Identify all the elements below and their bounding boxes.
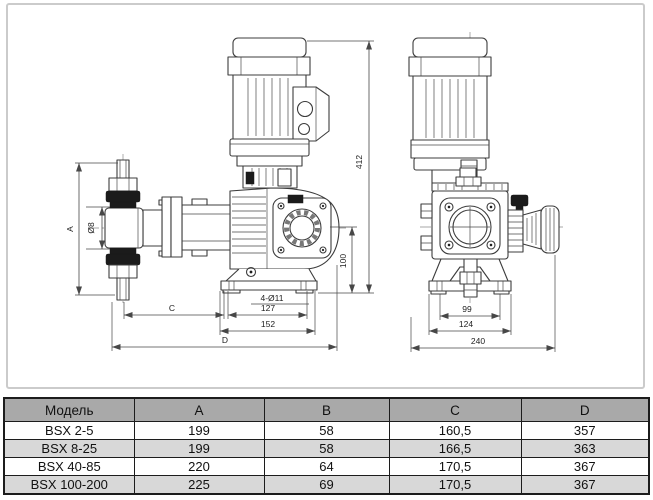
- cell-A: 220: [133, 457, 265, 476]
- dim-label-A: A: [65, 226, 75, 232]
- header-D: D: [520, 397, 650, 422]
- cell-C: 170,5: [388, 457, 522, 476]
- cell-D: 367: [520, 457, 650, 476]
- dim-label-412: 412: [354, 155, 364, 169]
- cell-D: 357: [520, 421, 650, 440]
- cell-C: 160,5: [388, 421, 522, 440]
- header-B: B: [263, 397, 390, 422]
- cell-C: 166,5: [388, 439, 522, 458]
- cell-D: 367: [520, 475, 650, 495]
- pump-technical-drawing: A Ø8 412 100 C 127 4-Ø11: [65, 32, 563, 352]
- pump-body-front: [420, 167, 560, 298]
- table-row: BSX 2-5 199 58 160,5 357: [3, 421, 650, 440]
- dim-label-124: 124: [459, 319, 473, 329]
- table-row: BSX 40-85 220 64 170,5 367: [3, 457, 650, 476]
- dim-label-240: 240: [471, 336, 485, 346]
- gearbox-side: [220, 187, 340, 294]
- side-view: [88, 37, 348, 306]
- cell-A: 225: [133, 475, 265, 495]
- dimension-lines: A Ø8 412 100 C 127 4-Ø11: [65, 40, 556, 352]
- header-C: C: [388, 397, 522, 422]
- cell-B: 58: [263, 439, 390, 458]
- cell-model: BSX 40-85: [3, 457, 135, 476]
- dim-label-C: C: [169, 303, 175, 313]
- dim-label-152: 152: [261, 319, 275, 329]
- cell-model: BSX 2-5: [3, 421, 135, 440]
- cell-model: BSX 8-25: [3, 439, 135, 458]
- cell-B: 69: [263, 475, 390, 495]
- model-dimensions-table: Модель A B C D BSX 2-5 199 58 160,5 357 …: [3, 397, 650, 495]
- motor-side: [227, 37, 330, 189]
- header-model: Модель: [3, 397, 135, 422]
- pump-head-side: [104, 196, 231, 258]
- dim-label-99: 99: [462, 304, 472, 314]
- foot: [225, 268, 317, 282]
- dim-label-holes: 4-Ø11: [261, 293, 284, 303]
- dim-label-100: 100: [338, 254, 348, 268]
- vent-plug: [287, 194, 304, 204]
- bleed-valve: [510, 194, 529, 207]
- cell-C: 170,5: [388, 475, 522, 495]
- valve-assembly: [105, 159, 141, 301]
- table-header-row: Модель A B C D: [3, 397, 650, 422]
- front-view: [408, 32, 563, 303]
- dim-label-phi8: Ø8: [86, 222, 96, 234]
- table-row: BSX 8-25 199 58 166,5 363: [3, 439, 650, 458]
- table-row: BSX 100-200 225 69 170,5 367: [3, 475, 650, 495]
- motor-front: [408, 37, 492, 184]
- cell-A: 199: [133, 439, 265, 458]
- cell-B: 58: [263, 421, 390, 440]
- cell-B: 64: [263, 457, 390, 476]
- dim-label-127: 127: [261, 303, 275, 313]
- cell-D: 363: [520, 439, 650, 458]
- dim-label-D: D: [222, 335, 228, 345]
- cell-model: BSX 100-200: [3, 475, 135, 495]
- header-A: A: [133, 397, 265, 422]
- cell-A: 199: [133, 421, 265, 440]
